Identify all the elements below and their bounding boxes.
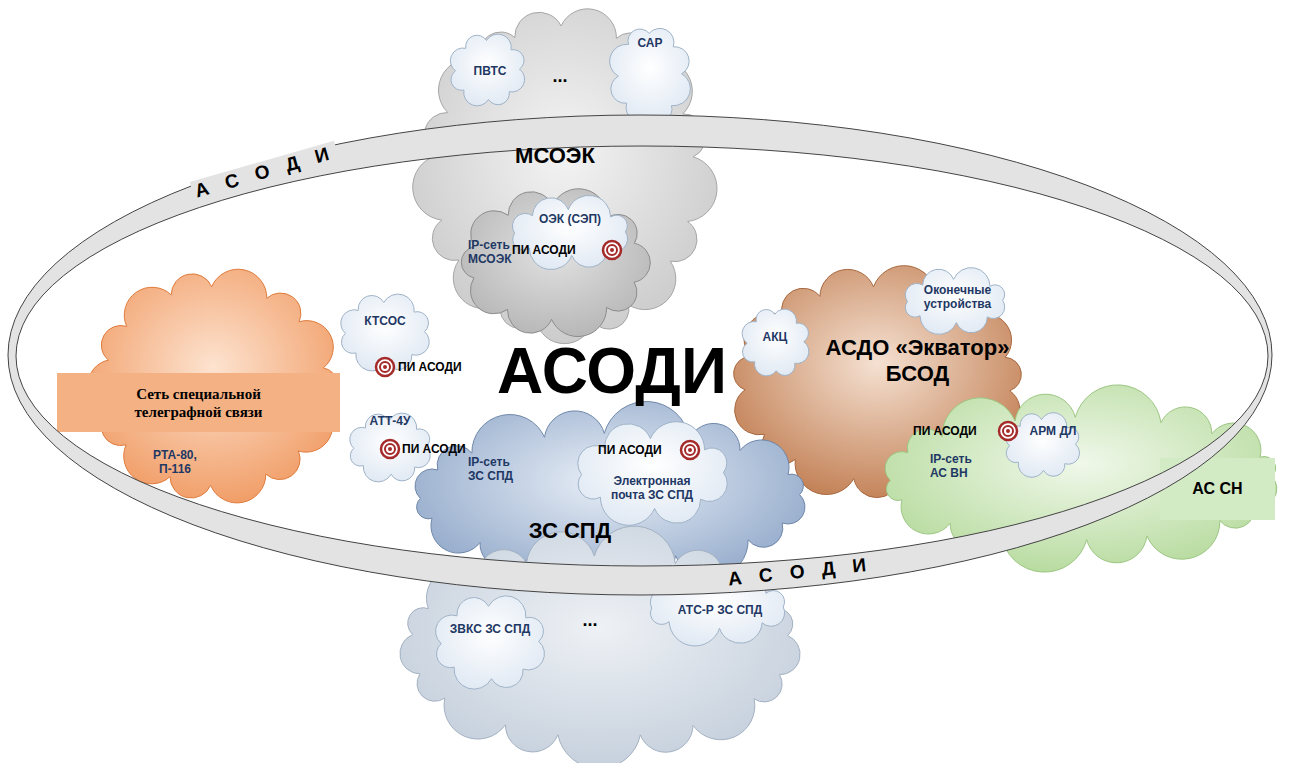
system-cloud: ЗВКС ЗС СПД: [420, 585, 560, 700]
cloud-label: ПВТС: [455, 64, 525, 78]
cloud-shape: [555, 412, 750, 535]
network-cloud: ...МСОЭКПВТССАРIP-сеть МСОЭКОЭК (СЭП)ПИ …: [410, 0, 720, 350]
ring-label: А С О Д И: [724, 553, 876, 591]
system-cloud: ПИ АСОДИАРМ ДЛ: [995, 405, 1090, 485]
cloud-outline: [885, 385, 1277, 572]
network-box: АС СН: [1160, 458, 1275, 520]
network-box: Сеть специальной телеграфной связи: [57, 373, 340, 432]
cloud-shape: [600, 15, 700, 135]
cloud-label: ПИ АСОДИ: [598, 443, 683, 457]
cloud-label: САР: [615, 36, 685, 50]
cloud-label: ОЭК (СЭП): [525, 212, 615, 226]
cloud-shape: [420, 585, 560, 700]
cloud-shape: [495, 190, 645, 275]
cloud-label: ПИ АСОДИ: [913, 424, 998, 438]
cloud-label: РТА-80, П-116: [140, 448, 210, 477]
cloud-label: IP-сеть ЗС СПД: [468, 455, 528, 484]
cloud-label: ПИ АСОДИ: [402, 442, 487, 456]
system-cloud: ПИ АСОДИ Электронная почта ЗС СПД: [555, 412, 750, 535]
target-symbol: [681, 441, 699, 459]
system-cloud: АКЦ: [733, 300, 818, 385]
system-cloud: КТСОСПИ АСОДИ: [328, 285, 442, 380]
system-cloud: ПВТС: [440, 25, 535, 115]
cloud-label: ЗВКС ЗС СПД: [440, 622, 540, 636]
cloud-outline: [1005, 413, 1079, 478]
cloud-label: АСДО «Экватор» БСОД: [800, 335, 1035, 388]
cloud-outline: [341, 294, 429, 371]
cloud-outline: [461, 189, 650, 337]
cloud-outline: [436, 596, 545, 689]
cloud-label: Оконечные устройства: [915, 283, 1000, 312]
cloud-label: ЗС СПД: [515, 518, 625, 544]
cloud-outline: [578, 422, 727, 526]
cloud-label: АТС-Р ЗС СПД: [655, 603, 785, 617]
cloud-label: АРМ ДЛ: [1022, 424, 1084, 438]
cloud-label: ...: [545, 66, 575, 88]
cloud-outline: [450, 34, 524, 106]
box-label: Сеть специальной телеграфной связи: [111, 385, 286, 421]
cloud-label: АКЦ: [745, 330, 805, 344]
cloud-label: ПИ АСОДИ: [512, 243, 597, 257]
cloud-label: МСОЭК: [480, 143, 630, 169]
cloud-outline: [905, 268, 1004, 335]
cloud-outline: [742, 309, 809, 376]
cloud-outline: [413, 9, 717, 344]
cloud-label: ПИ АСОДИ: [398, 360, 483, 374]
cloud-label: IP-сеть АС ВН: [930, 452, 985, 481]
target-symbol: [999, 422, 1017, 440]
cloud-outline: [610, 28, 691, 121]
cloud-outline: [512, 195, 627, 269]
target-symbol: [376, 358, 394, 376]
system-cloud: Оконечные устройства: [890, 262, 1020, 340]
network-cloud: РТА-80, П-116 Сеть специальной телеграфно…: [80, 262, 350, 510]
box-label: АС СН: [1192, 479, 1242, 498]
cloud-outline: [400, 526, 800, 763]
cloud-shape: [995, 405, 1090, 485]
network-cloud: IP-сеть МСОЭКОЭК (СЭП)ПИ АСОДИ: [445, 180, 665, 345]
target-symbol: [381, 440, 399, 458]
system-cloud: ОЭК (СЭП) ПИ АСОДИ: [495, 190, 645, 275]
cloud-label: ...: [575, 610, 605, 632]
cloud-label: КТСОС: [350, 314, 420, 328]
ring-label: А С О Д И: [190, 141, 340, 204]
ring-label: АСОДИ: [447, 333, 777, 410]
system-cloud: САР: [600, 15, 700, 135]
target-symbol: [603, 241, 621, 259]
cloud-label: АТТ-4У: [355, 414, 425, 428]
ring-band-outline: [8, 115, 1272, 595]
cloud-outline: [650, 569, 784, 646]
system-cloud: АТС-Р ЗС СПД: [630, 565, 805, 650]
network-cloud: ЗС СПД...ЗВКС ЗС СПДАТС-Р ЗС СПД: [385, 530, 815, 763]
cloud-label: Электронная почта ЗС СПД: [597, 474, 707, 503]
network-cloud: IP-сеть АС ВНПИ АСОДИАРМ ДЛАС СН: [865, 392, 1291, 565]
